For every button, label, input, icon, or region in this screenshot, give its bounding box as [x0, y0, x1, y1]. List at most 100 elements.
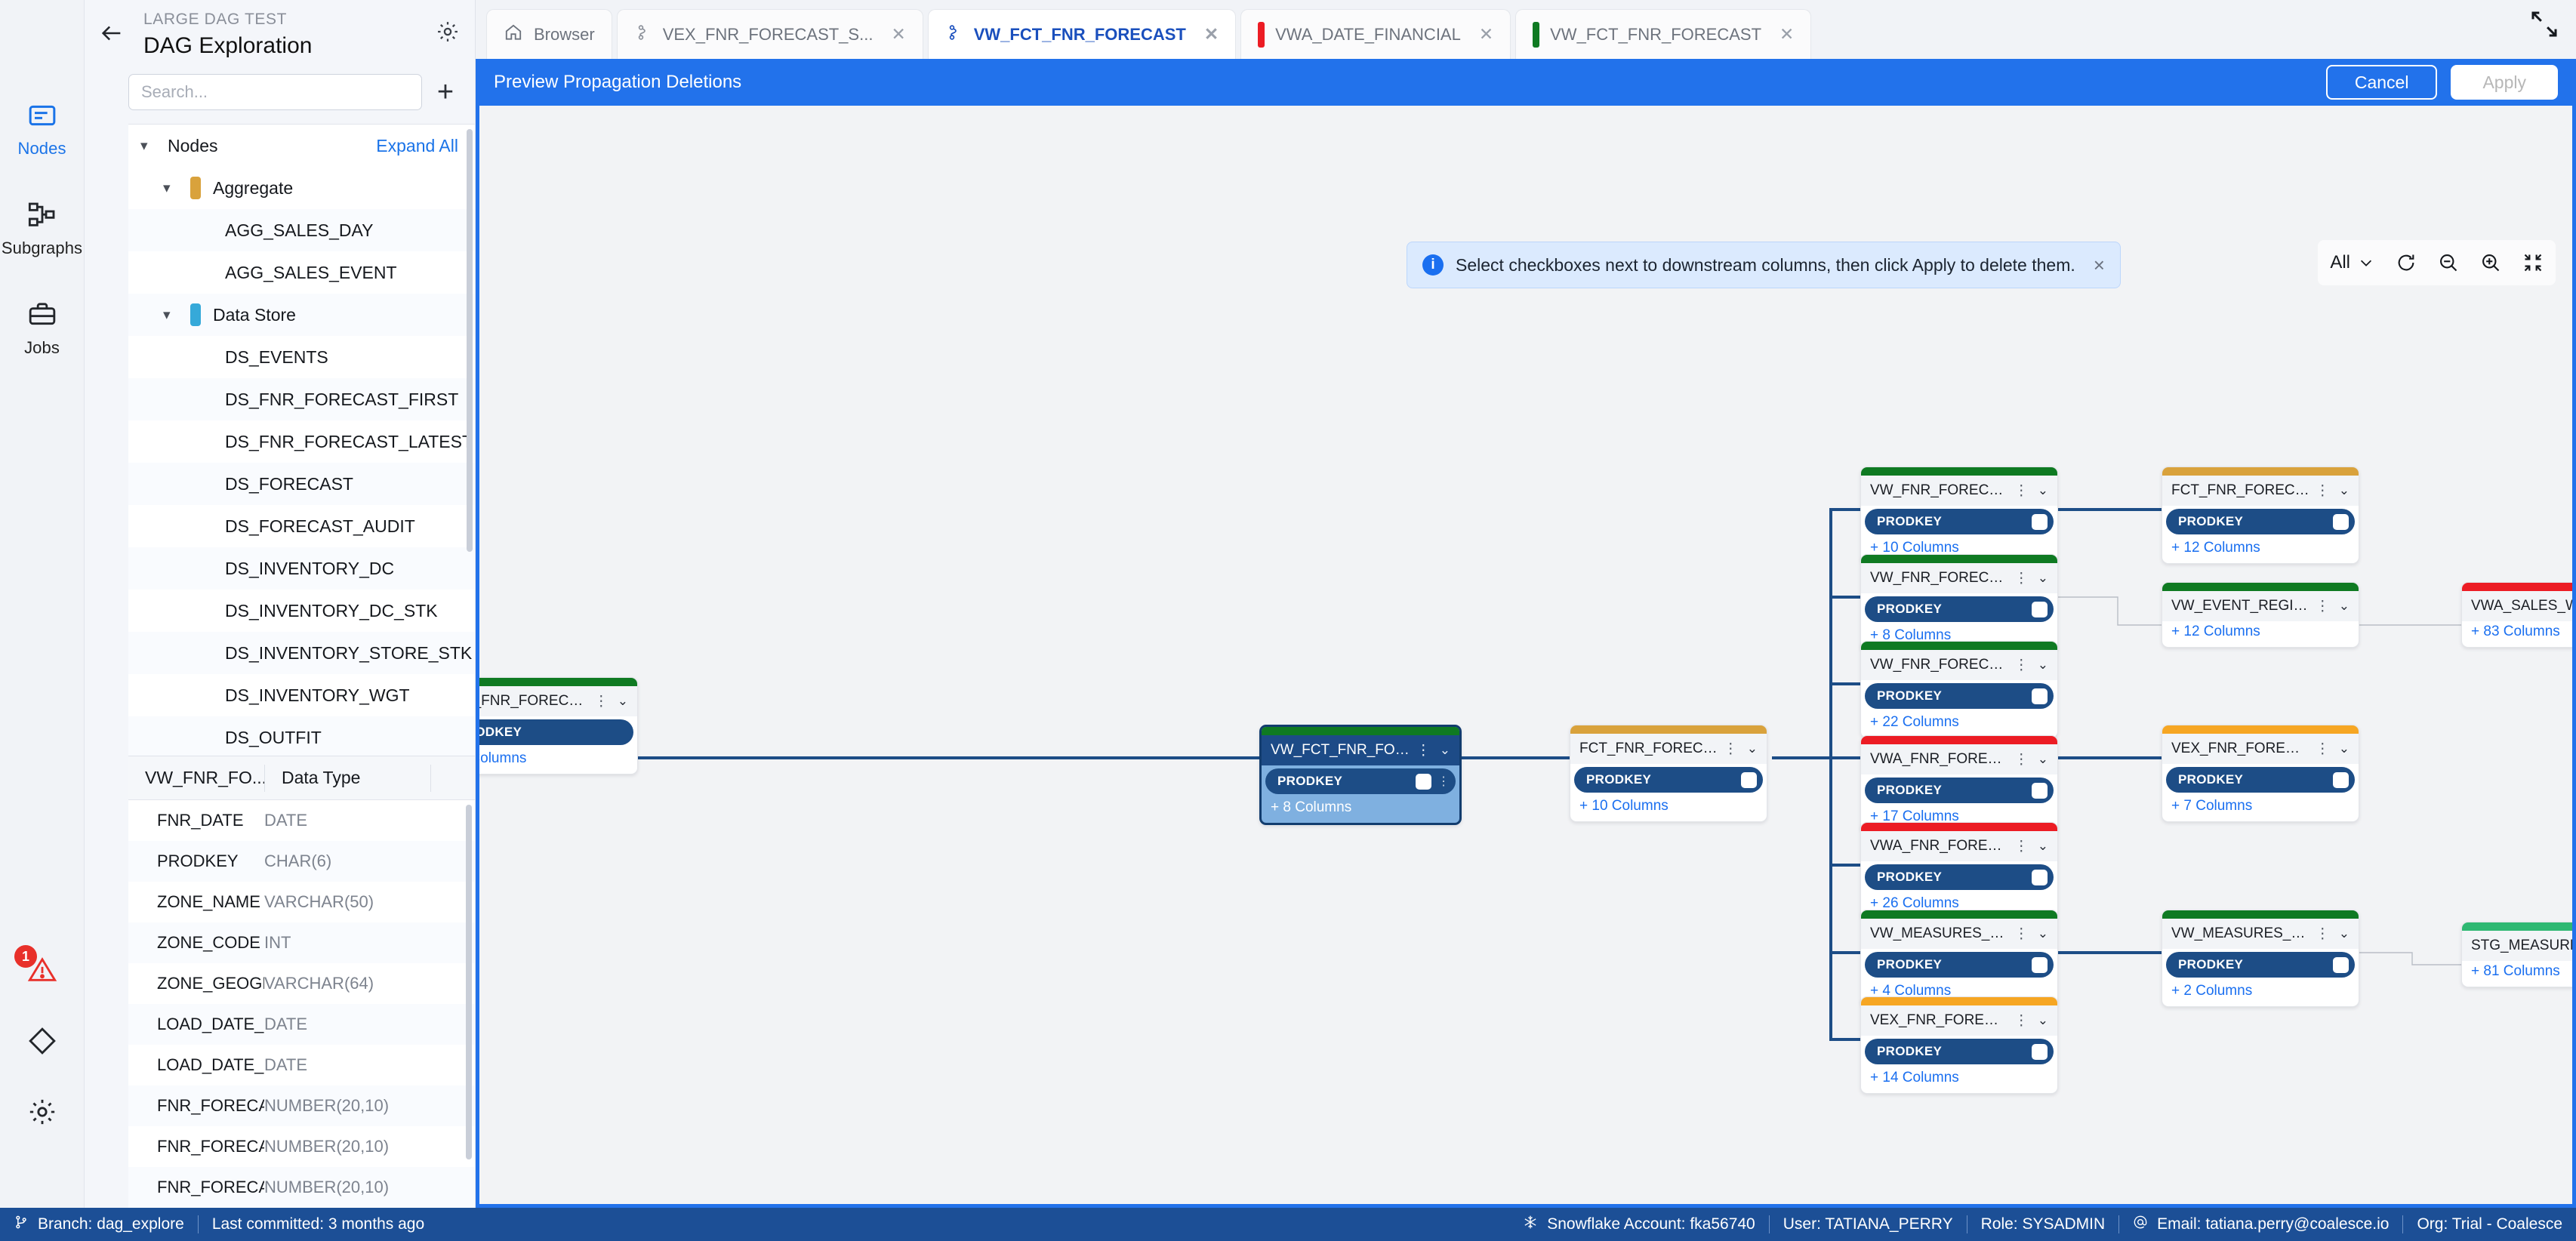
node-header[interactable]: VWA_FNR_FORECAST⋮⌄ — [1861, 831, 2057, 861]
node-more-columns-link[interactable]: + 81 Columns — [2462, 961, 2576, 987]
dag-node-stg-measures-curr[interactable]: STG_MEASURES_CURR...⋮⌄+ 81 Columns — [2461, 922, 2576, 987]
node-header[interactable]: VW_FNR_FORECAST_S...⋮⌄ — [1861, 650, 2057, 680]
tab-browser[interactable]: Browser — [486, 9, 612, 59]
node-more-columns-link[interactable]: + 12 Columns — [2162, 537, 2359, 563]
chevron-down-icon[interactable]: ⌄ — [2035, 752, 2048, 767]
tree-item-ds_inventory_dc[interactable]: DS_INVENTORY_DC — [128, 547, 475, 590]
sidebar-settings-gear-icon[interactable] — [431, 15, 464, 48]
tree-item-ds_fnr_forecast_first[interactable]: DS_FNR_FORECAST_FIRST — [128, 378, 475, 420]
node-header[interactable]: FCT_FNR_FORECAST_W...⋮⌄ — [2162, 476, 2359, 506]
column-checkbox[interactable] — [2032, 688, 2048, 704]
kebab-menu-icon[interactable]: ⋮ — [2014, 838, 2029, 855]
dag-node-vw-fnr-forecast-r[interactable]: VW_FNR_FORECAST_R...⋮⌄PRODKEY+ 8 Columns — [1860, 554, 2058, 651]
chevron-down-icon[interactable]: ⌄ — [2035, 483, 2048, 498]
dag-node-vex-fnr-forecast-s[interactable]: VEX_FNR_FORECAST_S...⋮⌄PRODKEY+ 7 Column… — [2162, 725, 2359, 822]
node-column-prodkey[interactable]: PRODKEY — [2166, 509, 2355, 534]
column-checkbox[interactable] — [2032, 1044, 2048, 1060]
chevron-down-icon[interactable]: ⌄ — [2035, 839, 2048, 854]
detail-scrollbar[interactable] — [466, 805, 472, 1159]
add-node-button[interactable]: + — [433, 78, 458, 106]
fit-to-screen-icon[interactable] — [2522, 252, 2544, 273]
table-row[interactable]: LOAD_DATE_LATEDATE — [128, 1004, 475, 1045]
expand-all-button[interactable]: Expand All — [376, 136, 458, 156]
close-icon[interactable]: ✕ — [1204, 24, 1219, 45]
kebab-menu-icon[interactable]: ⋮ — [1416, 742, 1431, 759]
table-row[interactable]: PRODKEYCHAR(6) — [128, 841, 475, 882]
zoom-in-icon[interactable] — [2480, 252, 2501, 273]
tree-item-agg_sales_event[interactable]: AGG_SALES_EVENT — [128, 251, 475, 294]
kebab-menu-icon[interactable]: ⋮ — [2014, 482, 2029, 500]
branch-group[interactable]: Branch: dag_explore — [14, 1214, 184, 1235]
node-more-columns-link[interactable]: 10 Columns — [476, 748, 637, 774]
node-header[interactable]: STG_MEASURES_CURR...⋮⌄ — [2462, 931, 2576, 961]
node-column-prodkey[interactable]: PRODKEY — [1574, 767, 1763, 793]
rail-item-subgraphs[interactable]: Subgraphs — [0, 198, 84, 258]
tab-vex-fnr-forecast-s[interactable]: VEX_FNR_FORECAST_S...✕ — [617, 9, 923, 59]
dag-canvas[interactable]: i Select checkboxes next to downstream c… — [476, 106, 2576, 1208]
column-checkbox[interactable] — [2032, 514, 2048, 530]
tree-item-ds_outfit[interactable]: DS_OUTFIT — [128, 716, 475, 756]
tree-scrollbar[interactable] — [467, 129, 473, 552]
rail-item-jobs[interactable]: Jobs — [0, 297, 84, 358]
chevron-down-icon[interactable]: ⌄ — [2035, 657, 2048, 673]
node-header[interactable]: VW_MEASURES_BASE_...⋮⌄ — [2162, 919, 2359, 949]
refresh-icon[interactable] — [2396, 252, 2417, 273]
tab-vw-fct-fnr-forecast[interactable]: VW_FCT_FNR_FORECAST✕ — [1515, 9, 1811, 59]
column-checkbox[interactable] — [2032, 957, 2048, 973]
dag-node-vw-fnr-forecast-s[interactable]: VW_FNR_FORECAST_S...⋮⌄PRODKEY+ 22 Column… — [1860, 641, 2058, 738]
node-more-columns-link[interactable]: + 14 Columns — [1861, 1067, 2057, 1093]
node-column-prodkey[interactable]: PRODKEY — [1865, 509, 2054, 534]
table-row[interactable]: LOAD_DATE_FIRSDATE — [128, 1045, 475, 1085]
filter-all-dropdown[interactable]: All — [2330, 252, 2374, 273]
chevron-down-icon[interactable]: ⌄ — [615, 694, 628, 709]
chevron-down-icon[interactable]: ⌄ — [1744, 741, 1758, 756]
node-header[interactable]: VWA_FNR_FORECAST_...⋮⌄ — [1861, 744, 2057, 774]
node-header[interactable]: VW_MEASURES_BASE_...⋮⌄ — [1861, 919, 2057, 949]
kebab-menu-icon[interactable]: ⋮ — [594, 693, 609, 710]
node-more-columns-link[interactable]: + 8 Columns — [1262, 797, 1459, 823]
node-header[interactable]: VEX_FNR_FORECAST⋮⌄ — [1861, 1005, 2057, 1036]
node-column-prodkey[interactable]: PRODKEY — [2166, 952, 2355, 978]
close-icon[interactable]: ✕ — [1479, 24, 1493, 45]
column-checkbox[interactable] — [2333, 772, 2349, 788]
node-more-columns-link[interactable]: + 10 Columns — [1570, 796, 1767, 821]
node-header[interactable]: VWA_SALES_WEEK⋮⌄ — [2462, 591, 2576, 621]
tab-vwa-date-financial[interactable]: VWA_DATE_FINANCIAL✕ — [1240, 9, 1511, 59]
column-checkbox[interactable] — [1416, 774, 1431, 790]
chevron-down-icon[interactable]: ⌄ — [2336, 599, 2350, 614]
back-arrow-icon[interactable] — [95, 17, 128, 50]
node-column-prodkey[interactable]: PRODKEY — [476, 719, 633, 745]
tree-group-data-store[interactable]: ▾Data Store — [128, 294, 475, 336]
tree-root-nodes[interactable]: ▾ Nodes Expand All — [128, 125, 475, 167]
kebab-menu-icon[interactable]: ⋮ — [1437, 774, 1450, 789]
search-input[interactable] — [128, 74, 422, 110]
apply-button[interactable]: Apply — [2451, 65, 2558, 100]
column-checkbox[interactable] — [1741, 772, 1757, 788]
kebab-menu-icon[interactable]: ⋮ — [2014, 657, 2029, 674]
zoom-out-icon[interactable] — [2438, 252, 2459, 273]
table-row[interactable]: ZONE_GEOGRAPHVARCHAR(64) — [128, 963, 475, 1004]
kebab-menu-icon[interactable]: ⋮ — [2316, 741, 2330, 758]
dag-node-vw-measures-base[interactable]: VW_MEASURES_BASE_...⋮⌄PRODKEY+ 4 Columns — [1860, 910, 2058, 1007]
tree-item-ds_forecast_audit[interactable]: DS_FORECAST_AUDIT — [128, 505, 475, 547]
chevron-down-icon[interactable]: ⌄ — [2035, 1013, 2048, 1028]
rail-item-nodes[interactable]: Nodes — [0, 98, 84, 159]
cancel-button[interactable]: Cancel — [2326, 65, 2438, 100]
column-checkbox[interactable] — [2333, 957, 2349, 973]
chevron-down-icon[interactable]: ⌄ — [2035, 571, 2048, 586]
tree-item-ds_inventory_dc_stk[interactable]: DS_INVENTORY_DC_STK — [128, 590, 475, 632]
kebab-menu-icon[interactable]: ⋮ — [2014, 570, 2029, 587]
dag-node-vw-fnr-forecast-w[interactable]: VW_FNR_FORECAST_W...⋮⌄PRODKEY+ 10 Column… — [1860, 467, 2058, 564]
node-column-prodkey[interactable]: PRODKEY — [1865, 1039, 2054, 1064]
tree-group-aggregate[interactable]: ▾Aggregate — [128, 167, 475, 209]
kebab-menu-icon[interactable]: ⋮ — [2014, 751, 2029, 768]
node-column-prodkey[interactable]: PRODKEY — [1865, 683, 2054, 709]
node-column-prodkey[interactable]: PRODKEY⋮ — [1265, 768, 1456, 794]
node-column-prodkey[interactable]: PRODKEY — [1865, 596, 2054, 622]
node-more-columns-link[interactable]: + 83 Columns — [2462, 621, 2576, 647]
column-checkbox[interactable] — [2032, 783, 2048, 799]
tree-item-ds_inventory_store_stk[interactable]: DS_INVENTORY_STORE_STK — [128, 632, 475, 674]
node-more-columns-link[interactable]: + 2 Columns — [2162, 981, 2359, 1006]
dag-node-vw-fnr-forecast[interactable]: VW_FNR_FORECAST⋮⌄PRODKEY10 Columns — [476, 677, 638, 774]
close-icon[interactable]: × — [2094, 254, 2105, 277]
